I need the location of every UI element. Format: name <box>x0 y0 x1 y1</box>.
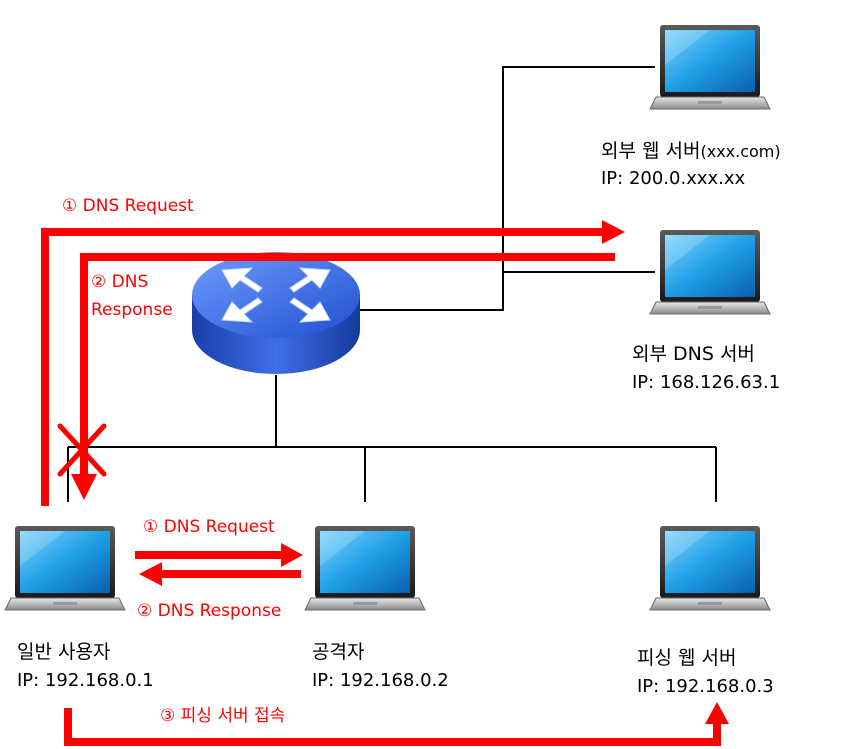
attacker-laptop-icon <box>304 525 426 611</box>
dns-response-inner-arrowhead <box>139 562 162 586</box>
dns-response-outer-label-line1: ② DNS <box>91 272 149 292</box>
blocked-x-icon <box>57 423 107 477</box>
dns-response-inner-label: ② DNS Response <box>137 601 282 621</box>
dns-response-outer-label-line2: Response <box>91 300 173 320</box>
dns-request-outer-horizontal <box>41 228 606 236</box>
phishing-access-up <box>713 722 721 746</box>
user-name: 일반 사용자 <box>17 641 111 663</box>
external-dns-server-laptop-icon <box>649 229 771 315</box>
dns-request-inner-arrowhead <box>281 543 303 567</box>
dns-response-outer-arrowhead <box>71 474 97 500</box>
dns-request-inner-label: ① DNS Request <box>143 517 275 537</box>
attacker-name: 공격자 <box>312 641 365 663</box>
phishing-access-label: ③ 피싱 서버 접속 <box>160 706 286 726</box>
dns-response-outer-horizontal <box>80 253 615 261</box>
external-web-server-ip: IP: 200.0.xxx.xx <box>601 168 746 189</box>
dns-response-inner-line <box>160 570 301 578</box>
dns-request-outer-vertical <box>41 228 49 506</box>
dns-response-outer-vertical <box>80 253 88 476</box>
user-ip: IP: 192.168.0.1 <box>17 670 154 691</box>
external-dns-server-ip: IP: 168.126.63.1 <box>632 372 781 393</box>
router-icon <box>192 252 360 374</box>
dns-request-outer-arrowhead <box>602 220 625 244</box>
phishing-server-ip: IP: 192.168.0.3 <box>637 676 774 697</box>
phishing-access-down <box>64 708 72 746</box>
external-web-server-laptop-icon <box>649 24 771 110</box>
phishing-server-laptop-icon <box>649 525 771 611</box>
external-web-server-name: 외부 웹 서버 <box>601 140 701 162</box>
phishing-access-horizontal <box>64 738 721 746</box>
attacker-ip: IP: 192.168.0.2 <box>312 670 449 691</box>
external-web-server-domain: (xxx.com) <box>700 142 781 161</box>
network-links <box>67 66 717 502</box>
phishing-server-name: 피싱 웹 서버 <box>637 647 737 669</box>
link-router-webserver <box>360 66 655 311</box>
dns-request-outer-label: ① DNS Request <box>62 196 194 216</box>
external-web-server-label: 외부 웹 서버(xxx.com) <box>601 140 781 164</box>
user-laptop-icon <box>4 525 126 611</box>
flow-arrows <box>41 220 729 746</box>
dns-request-inner-line <box>135 551 283 559</box>
phishing-access-arrowhead <box>705 702 729 724</box>
external-dns-server-name: 외부 DNS 서버 <box>632 343 755 365</box>
